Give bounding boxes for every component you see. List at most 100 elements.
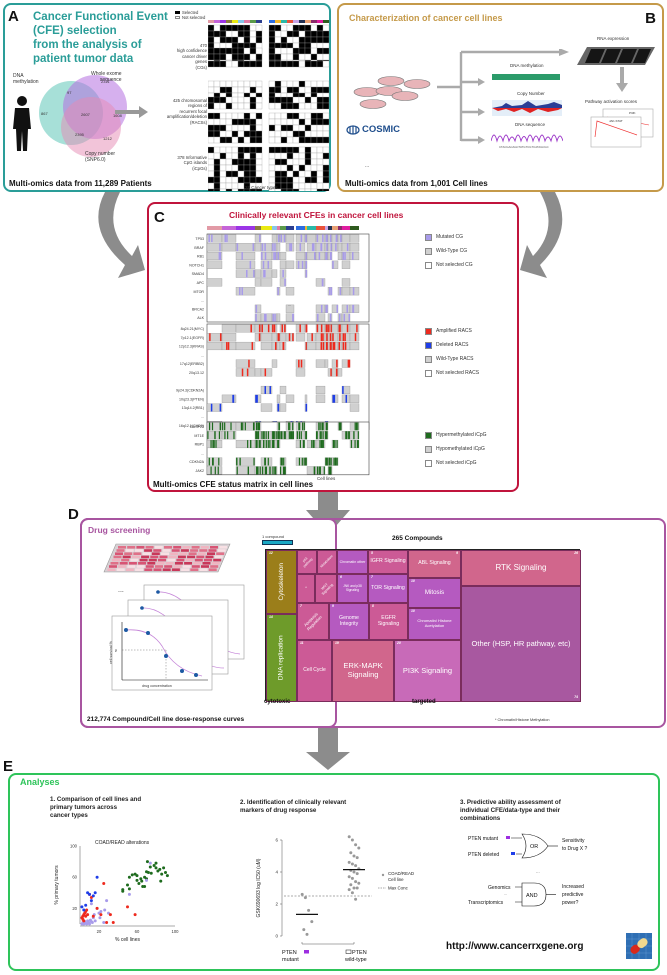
matrix-cell: [260, 260, 273, 269]
label-pathway-scores: Pathway activation scores: [585, 99, 638, 104]
grid-cell: [286, 164, 294, 172]
matrix-cell: [349, 234, 360, 243]
grid-cell: [304, 60, 312, 68]
grid-cell: [231, 152, 239, 160]
grid-cell: [231, 47, 239, 55]
matrix-cell: [315, 313, 326, 322]
matrix-mark: [280, 457, 282, 466]
group-label: PTEN: [352, 950, 367, 956]
well: [156, 562, 165, 565]
grid-cell: [316, 102, 324, 110]
scatter-point: [88, 892, 91, 896]
matrix-mark: [346, 304, 348, 313]
cosmic-logo: COSMIC: [346, 124, 400, 135]
matrix-mark: [241, 252, 243, 260]
matrix-mark: [342, 333, 345, 342]
grid-cell: [310, 80, 318, 88]
cancer-type-color: [293, 20, 299, 23]
matrix-mark: [305, 234, 308, 243]
grid-cell: [237, 53, 245, 61]
matrix-cell: [206, 341, 223, 351]
row-label: 9p24.3(CDKN2A): [176, 389, 204, 393]
grid-cell: [213, 152, 221, 160]
matrix-mark: [325, 252, 327, 260]
matrix-mark: [211, 234, 213, 243]
grid-cell: [322, 176, 330, 184]
scatter-point: [158, 867, 162, 871]
scatter-point: [93, 891, 97, 895]
matrix-mark: [214, 431, 216, 440]
matrix-mark: [258, 422, 261, 431]
matrix-mark: [305, 403, 308, 412]
data-point: [354, 864, 358, 868]
grid-cell: [208, 36, 215, 44]
website-link[interactable]: http://www.cancerrxgene.org: [446, 941, 584, 952]
panel-e-title: Analyses: [20, 777, 60, 787]
treemap-count: 11: [300, 641, 304, 645]
matrix-mark: [328, 324, 330, 333]
matrix-mark: [344, 252, 346, 260]
panel-letter: C: [154, 209, 165, 226]
grid-cell: [322, 86, 330, 94]
matrix-cell: [295, 333, 306, 342]
row-label: ...: [201, 353, 204, 357]
grid-cell: [298, 182, 306, 190]
label-line: 378 Informative: [177, 155, 207, 160]
grid-cell: [304, 118, 312, 126]
matrix-cell: [341, 234, 351, 243]
label-line: amplification/deletion: [166, 114, 207, 120]
grid-cell: [286, 24, 294, 32]
swatch-deleted: [511, 852, 515, 855]
grid-cell: [274, 118, 282, 126]
row-label: ...: [201, 299, 204, 303]
treemap-label: JNK and p38 Signaling: [343, 583, 362, 592]
grid-cell: [298, 60, 306, 68]
grid-cell: [322, 164, 330, 172]
treemap-label: ABL Signaling: [418, 560, 451, 567]
grid-cell: [249, 136, 257, 144]
grid-cell: [316, 182, 324, 190]
row-label: ...: [201, 415, 204, 419]
grid-cell: [237, 176, 245, 184]
matrix-cell: [331, 304, 339, 313]
label-line: methylation: [13, 79, 39, 85]
grid-cell: [231, 112, 239, 120]
scatter-point: [86, 913, 90, 917]
panel-a-title: Cancer Functional Event (CFE) selection …: [33, 10, 168, 66]
panel-letter-e: E: [3, 758, 14, 775]
grid-cell: [298, 130, 306, 138]
label-line: DNA: [13, 73, 24, 79]
grid-cell: [268, 130, 276, 138]
row-label: ALK: [197, 316, 204, 320]
matrix-mark: [342, 252, 345, 260]
cancer-type-color: [280, 226, 286, 230]
well: [125, 549, 134, 552]
matrix-cell: [341, 260, 351, 269]
y-tick-label: 4: [275, 870, 278, 875]
well: [199, 568, 208, 571]
grid-cell: [310, 170, 318, 178]
data-point: [307, 908, 311, 912]
matrix-mark: [326, 243, 328, 252]
grid-cell: [322, 102, 330, 110]
grid-cell: [322, 24, 330, 32]
matrix-mark: [273, 324, 276, 333]
matrix-cell: [315, 394, 326, 403]
matrix-mark: [305, 457, 307, 466]
swatch-hypo: [425, 445, 432, 453]
cancer-type-color: [338, 226, 342, 230]
matrix-cell: [315, 385, 326, 395]
grid-cell: [237, 80, 245, 88]
matrix-mark: [222, 422, 224, 431]
grid-cell: [237, 118, 245, 126]
output-2-line3: power?: [562, 900, 579, 906]
and-gate: [521, 882, 547, 907]
grid-cell: [310, 102, 318, 110]
grid-cell: [316, 164, 324, 172]
matrix-mark: [352, 304, 354, 313]
matrix-mark: [256, 431, 258, 440]
treemap-count: 12: [269, 551, 273, 555]
